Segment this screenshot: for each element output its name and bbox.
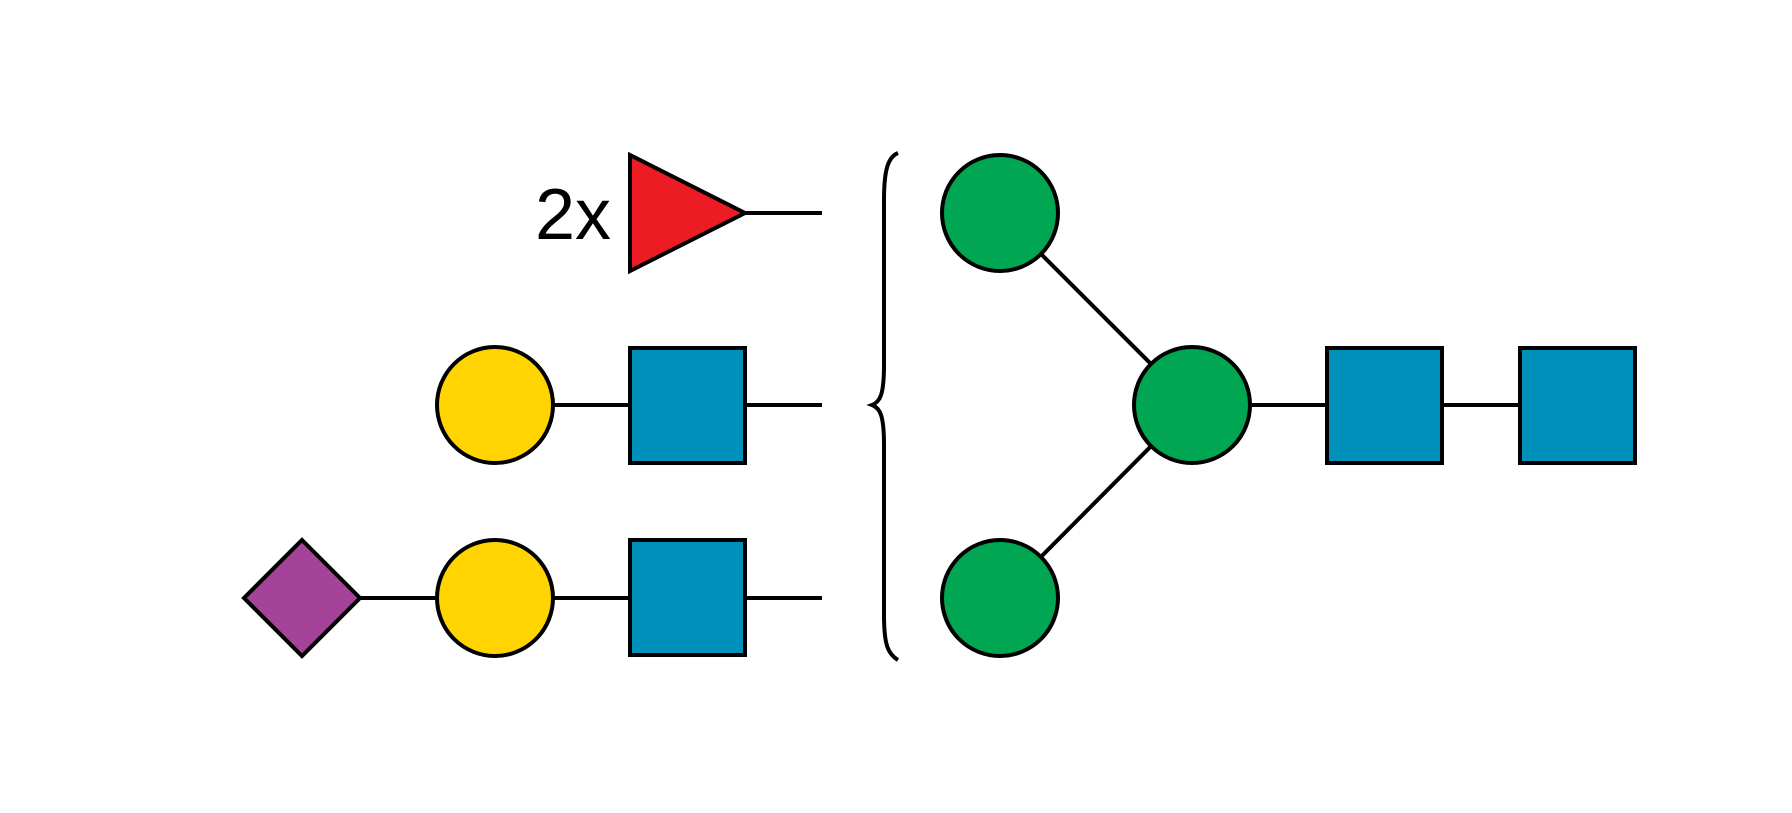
glcnac-square-icon xyxy=(628,346,747,465)
galactose-circle-icon xyxy=(435,345,555,465)
brace xyxy=(866,151,900,662)
glcnac-square-icon xyxy=(1325,346,1444,465)
sialic-acid-diamond-icon xyxy=(241,537,363,659)
multiplier-label: 2x xyxy=(535,175,611,255)
glcnac-square-icon xyxy=(628,538,747,657)
mannose-circle-icon xyxy=(940,538,1060,658)
fucose-triangle-icon xyxy=(628,151,750,275)
mannose-circle-icon xyxy=(1132,345,1252,465)
galactose-circle-icon xyxy=(435,538,555,658)
mannose-circle-icon xyxy=(940,153,1060,273)
glcnac-square-icon xyxy=(1518,346,1637,465)
